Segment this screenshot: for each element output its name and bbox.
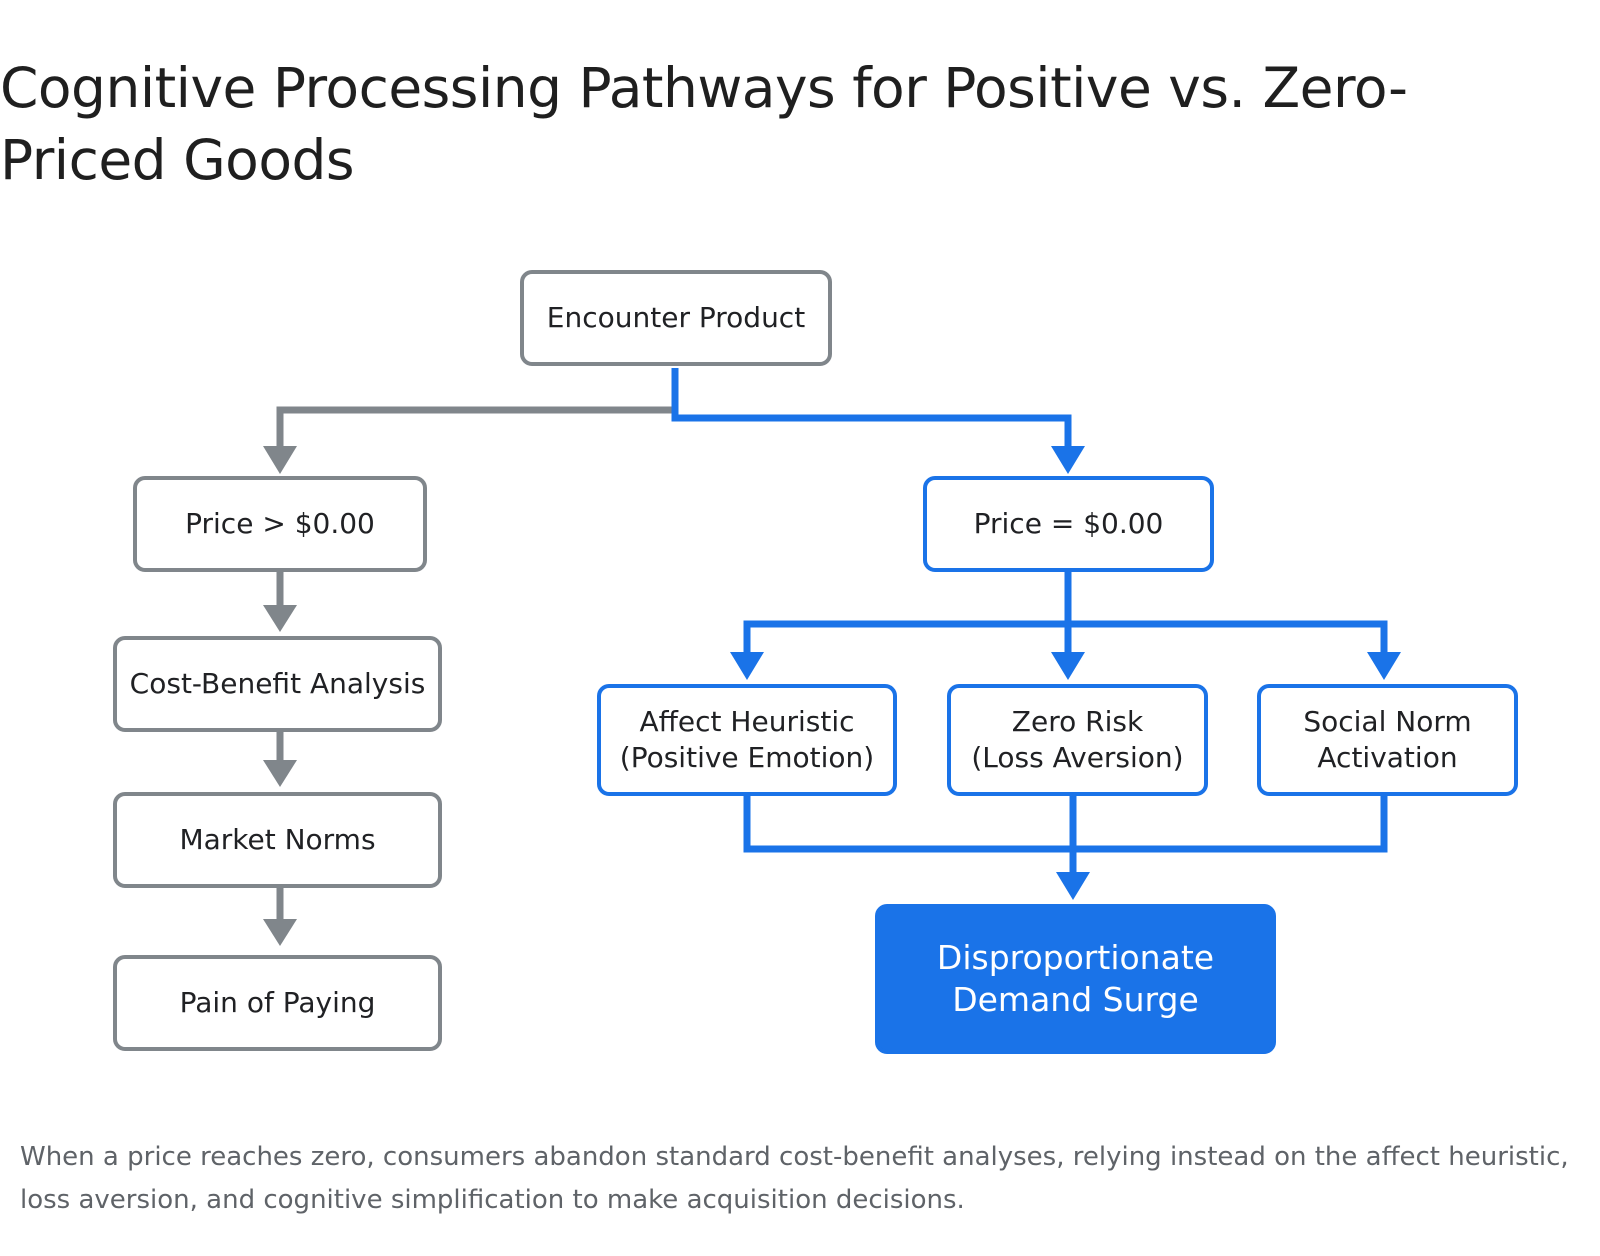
connector-encounter-to-price-positive (276, 406, 675, 450)
node-price-positive: Price > $0.00 (133, 476, 427, 572)
node-demand-surge: Disproportionate Demand Surge (875, 904, 1276, 1054)
node-price-positive-label: Price > $0.00 (185, 507, 375, 540)
arrowhead-social (1367, 652, 1401, 680)
arrowhead-pain (263, 919, 297, 946)
arrowhead-affect (730, 652, 764, 680)
arrowhead-price-zero (1051, 446, 1085, 474)
node-price-zero-label: Price = $0.00 (973, 507, 1164, 540)
node-social-norm: Social Norm Activation (1257, 684, 1518, 796)
node-price-zero: Price = $0.00 (923, 476, 1214, 572)
node-market-norms: Market Norms (113, 792, 442, 888)
arrowhead-demand-surge (1056, 872, 1090, 900)
arrowhead-zero-risk (1051, 652, 1085, 680)
node-cost-benefit: Cost-Benefit Analysis (113, 636, 442, 732)
node-affect-heuristic-label: Affect Heuristic (Positive Emotion) (619, 705, 875, 774)
figure-caption: When a price reaches zero, consumers aba… (20, 1142, 1569, 1215)
page-title: Cognitive Processing Pathways for Positi… (0, 56, 1408, 192)
connector-encounter-to-price-zero (671, 368, 1072, 450)
node-affect-heuristic: Affect Heuristic (Positive Emotion) (597, 684, 897, 796)
arrowhead-market (263, 760, 297, 787)
node-market-norms-label: Market Norms (179, 823, 376, 856)
node-demand-surge-label: Disproportionate Demand Surge (936, 938, 1215, 1019)
node-zero-risk: Zero Risk (Loss Aversion) (947, 684, 1208, 796)
node-cost-benefit-label: Cost-Benefit Analysis (129, 667, 426, 700)
node-pain-of-paying-label: Pain of Paying (179, 986, 376, 1019)
arrowhead-price-positive (263, 446, 297, 474)
node-social-norm-label: Social Norm Activation (1303, 705, 1472, 774)
node-encounter-product-label: Encounter Product (546, 301, 806, 334)
arrowhead-costbenefit (263, 605, 297, 632)
node-encounter-product: Encounter Product (520, 270, 832, 366)
node-pain-of-paying: Pain of Paying (113, 955, 442, 1051)
node-zero-risk-label: Zero Risk (Loss Aversion) (971, 705, 1184, 774)
connector-merge (743, 794, 1388, 853)
